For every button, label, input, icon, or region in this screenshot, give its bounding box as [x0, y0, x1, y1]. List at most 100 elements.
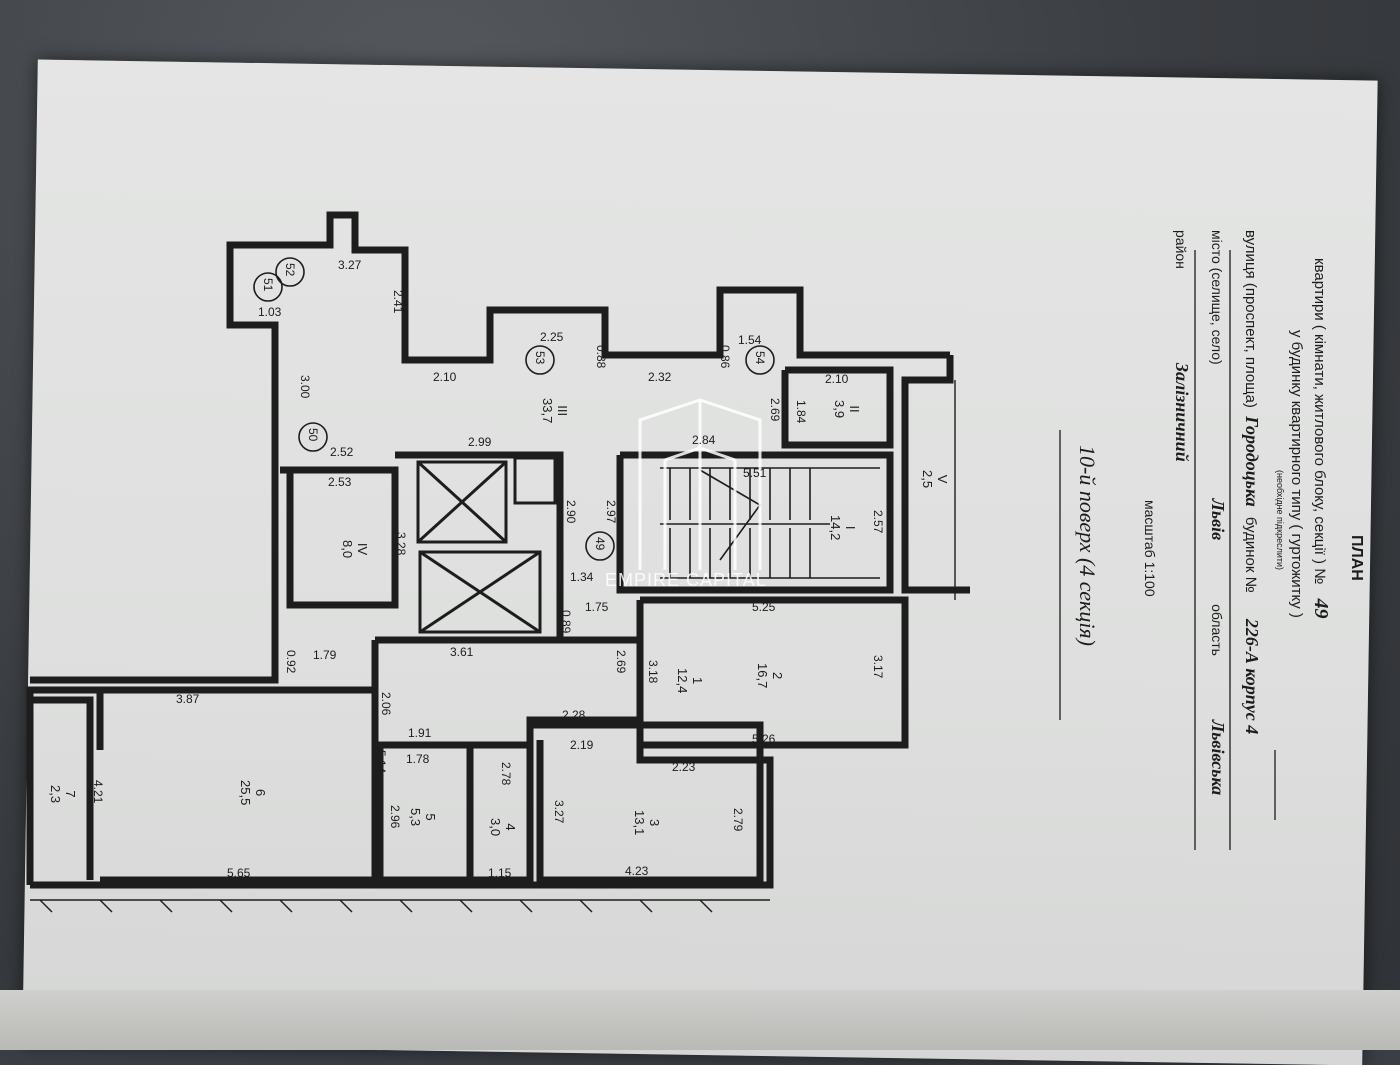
room-number: IV	[355, 542, 370, 556]
dim: 4.23	[625, 864, 649, 878]
street-label: вулиця (проспект, площа)	[1242, 230, 1259, 408]
dim: 2.69	[768, 398, 782, 422]
room-area: 3,9	[832, 400, 847, 419]
room-number: 3	[647, 819, 662, 827]
dim: 1.91	[408, 726, 432, 740]
room-area: 5,3	[408, 808, 423, 827]
city-line: місто (селище, село) Львів область Львів…	[1207, 230, 1228, 795]
dim: 2.10	[825, 372, 849, 386]
apartment-number: 49	[1310, 598, 1332, 619]
marker-50: 50	[306, 428, 320, 442]
dim: 2.53	[328, 475, 352, 489]
city-label: місто (селище, село)	[1209, 230, 1225, 365]
lift-2	[418, 550, 542, 634]
dim: 0.86	[718, 345, 732, 369]
room-number: 2	[770, 672, 785, 680]
wall-room-ii	[781, 366, 894, 449]
dim: 1.34	[570, 570, 594, 584]
dim: 3.61	[450, 645, 474, 659]
dim: 4.21	[91, 780, 105, 804]
dim: 3.27	[552, 800, 566, 824]
dim: 2.78	[499, 762, 513, 786]
dim: 2.90	[564, 500, 578, 524]
room-number: 7	[63, 790, 78, 798]
dim: 2.84	[692, 433, 716, 447]
dim: 2.23	[672, 760, 696, 774]
district-value: Залізничний	[1172, 362, 1192, 462]
room-number: III	[555, 405, 570, 417]
dim: 1.84	[794, 400, 808, 424]
dim: 1.78	[406, 752, 430, 766]
wall-room-3	[530, 721, 764, 884]
dim: 2.57	[871, 510, 885, 534]
room-number: I	[843, 525, 858, 530]
dim: 2.25	[540, 330, 564, 344]
plan-title: ПЛАН	[1348, 535, 1365, 581]
region-label: область	[1209, 604, 1225, 656]
dim: 2.41	[391, 290, 405, 314]
dim: 1.75	[585, 600, 609, 614]
street-value: Городоцька	[1242, 416, 1262, 507]
dim: 3.27	[338, 258, 362, 272]
room-number: 6	[253, 789, 268, 797]
header-line2: у будинку квартирного типу ( гуртожитку …	[1288, 330, 1305, 618]
dim: 5.25	[752, 600, 776, 614]
shaft-box	[513, 456, 557, 505]
apartment-label: квартири ( кімнати, житлового блоку, сек…	[1311, 258, 1328, 585]
dim: 5.51	[743, 466, 767, 480]
room-area: 16,7	[755, 663, 770, 689]
dim: 1.54	[738, 333, 762, 347]
dim: 3.00	[298, 375, 312, 399]
header-underlines	[1059, 250, 1276, 850]
room-number: 4	[503, 823, 518, 831]
dim: 2.28	[562, 708, 586, 722]
room-area: 33,7	[540, 398, 555, 424]
header-line1: квартири ( кімнати, житлового блоку, сек…	[1309, 258, 1332, 618]
wall-room-6	[100, 686, 379, 884]
dim: 2.52	[330, 445, 354, 459]
wall-room-7	[30, 696, 94, 880]
room-number: 1	[690, 677, 705, 685]
page-bottom-edge	[0, 990, 1400, 1050]
dim: 3.28	[394, 532, 408, 556]
room-area: 2,3	[48, 785, 63, 804]
dim: 0.92	[284, 650, 298, 674]
marker-51: 51	[261, 278, 275, 292]
dim: 2.99	[468, 435, 492, 449]
dim: 3.87	[176, 692, 200, 706]
dim: 2.06	[379, 692, 393, 716]
room-area: 12,4	[675, 668, 690, 694]
building-label: будинок №	[1242, 516, 1259, 593]
dim: 5.14	[374, 750, 388, 774]
dim: 3.18	[646, 660, 660, 684]
building-value: 226-А корпус 4	[1242, 618, 1262, 735]
lift-shafts	[416, 456, 557, 634]
dim: 5.65	[227, 866, 251, 880]
dim: 2.97	[604, 500, 618, 524]
floor-label: 10-й поверх (4 секція)	[1075, 445, 1100, 646]
wall-room-5	[376, 741, 474, 884]
dim: 0.89	[559, 610, 573, 634]
dim: 5.26	[752, 732, 776, 746]
dim: 3.17	[871, 655, 885, 679]
district-line: район Залізничний	[1171, 230, 1192, 462]
watermark-logo-icon	[638, 398, 762, 570]
city-value: Львів	[1208, 498, 1228, 541]
dim: 1.79	[313, 648, 337, 662]
marker-52: 52	[283, 263, 297, 277]
room-number: V	[935, 474, 950, 484]
room-area: 8,0	[340, 540, 355, 559]
dim: 2.32	[648, 370, 672, 384]
region-value: Львівська	[1208, 719, 1228, 796]
outer-wall-east	[26, 686, 104, 885]
room-number: 5	[423, 813, 438, 821]
